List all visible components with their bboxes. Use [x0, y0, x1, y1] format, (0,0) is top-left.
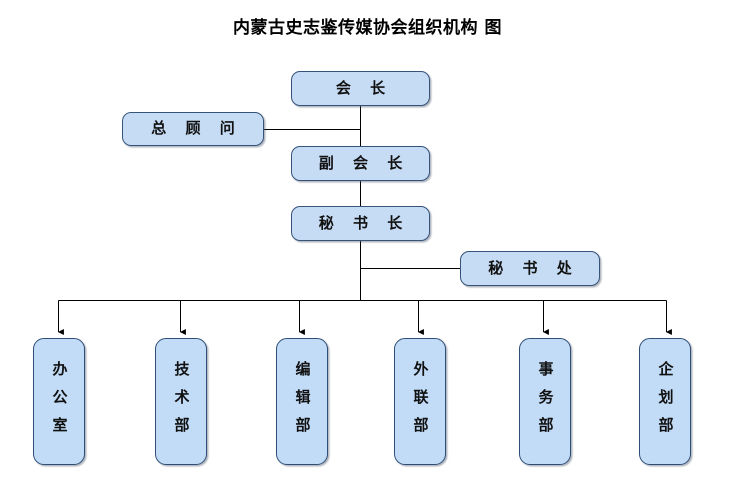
node-department-planning[interactable]: 企划部 [639, 338, 691, 465]
node-secretary-general-label: 秘 书 长 [318, 213, 410, 232]
node-chief-advisor[interactable]: 总 顾 问 [122, 112, 264, 146]
node-department-office-label: 办公室 [50, 360, 69, 445]
node-president-label: 会 长 [335, 78, 393, 97]
node-secretariat-label: 秘 书 处 [488, 258, 579, 277]
node-department-liaison[interactable]: 外联部 [394, 338, 446, 465]
node-vice-president[interactable]: 副 会 长 [291, 146, 430, 181]
node-department-affairs[interactable]: 事务部 [519, 338, 571, 465]
node-department-liaison-label: 外联部 [411, 360, 430, 445]
node-department-technology-label: 技术部 [172, 360, 191, 445]
node-chief-advisor-label: 总 顾 问 [151, 119, 242, 138]
node-department-affairs-label: 事务部 [536, 360, 555, 445]
node-department-technology[interactable]: 技术部 [155, 338, 207, 465]
node-department-planning-label: 企划部 [656, 360, 675, 445]
node-secretariat[interactable]: 秘 书 处 [460, 251, 600, 286]
page-title: 内蒙古史志鉴传媒协会组织机构 图 [233, 18, 502, 38]
node-vice-president-label: 副 会 长 [318, 153, 410, 172]
node-secretary-general[interactable]: 秘 书 长 [291, 206, 430, 241]
node-department-editorial-label: 编辑部 [293, 360, 312, 445]
node-president[interactable]: 会 长 [291, 71, 430, 106]
node-department-office[interactable]: 办公室 [33, 338, 85, 465]
node-department-editorial[interactable]: 编辑部 [276, 338, 328, 465]
